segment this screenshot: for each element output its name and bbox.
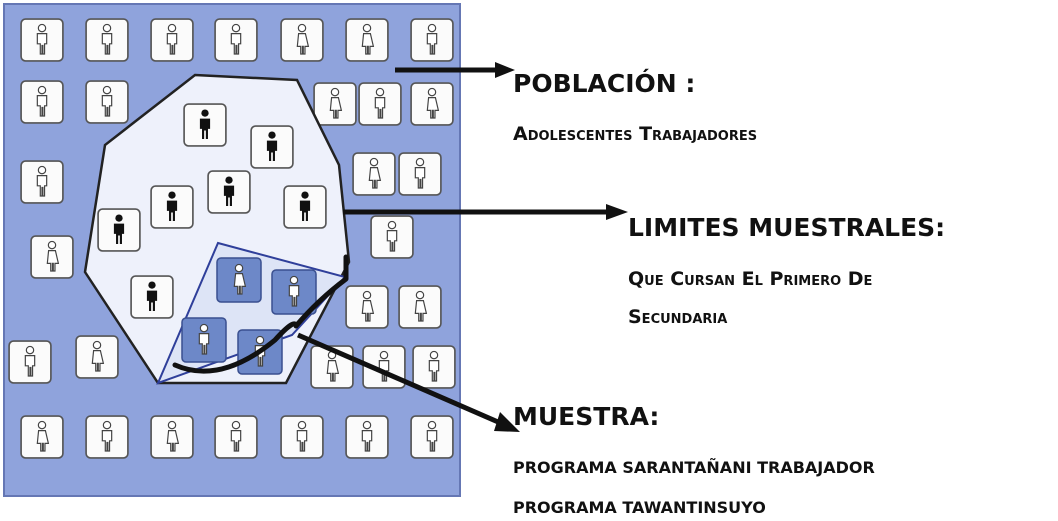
muestra-description-line2: PROGRAMA TAWANTINSUYO (513, 498, 766, 517)
arrow-limites (343, 204, 628, 220)
person-sample-icon (181, 317, 227, 363)
person-outline-icon (280, 18, 324, 62)
person-outline-icon (345, 285, 389, 329)
arrow-muestra (297, 332, 520, 432)
person-outline-icon (412, 345, 456, 389)
person-outline-icon (358, 82, 402, 126)
person-solid-icon (97, 208, 141, 252)
person-solid-icon (130, 275, 174, 319)
muestra-description-line1: PROGRAMA SARANTAÑANI TRABAJADOR (513, 458, 875, 477)
person-outline-icon (30, 235, 74, 279)
person-solid-icon (250, 125, 294, 169)
person-outline-icon (410, 415, 454, 459)
limites-description-line1: Que Cursan El Primero De (628, 268, 872, 290)
person-outline-icon (85, 415, 129, 459)
person-outline-icon (85, 80, 129, 124)
limites-description-line2: Secundaria (628, 306, 727, 328)
person-outline-icon (313, 82, 357, 126)
person-outline-icon (345, 415, 389, 459)
person-sample-icon (216, 257, 262, 303)
person-solid-icon (283, 185, 327, 229)
person-outline-icon (150, 18, 194, 62)
person-outline-icon (370, 215, 414, 259)
person-outline-icon (20, 80, 64, 124)
poblacion-title: POBLACIÓN : (513, 68, 695, 98)
person-outline-icon (20, 415, 64, 459)
person-outline-icon (214, 18, 258, 62)
arrow-poblacion (395, 62, 515, 78)
person-outline-icon (410, 18, 454, 62)
sample-brace (172, 254, 349, 374)
person-outline-icon (20, 18, 64, 62)
person-outline-icon (20, 160, 64, 204)
person-outline-icon (150, 415, 194, 459)
poblacion-description: Adolescentes Trabajadores (513, 123, 757, 145)
person-outline-icon (398, 285, 442, 329)
person-outline-icon (345, 18, 389, 62)
person-outline-icon (398, 152, 442, 196)
muestra-title: MUESTRA: (513, 402, 659, 431)
person-solid-icon (183, 103, 227, 147)
person-outline-icon (8, 340, 52, 384)
person-outline-icon (75, 335, 119, 379)
limites-title: LIMITES MUESTRALES: (628, 213, 945, 242)
person-outline-icon (214, 415, 258, 459)
person-outline-icon (352, 152, 396, 196)
person-outline-icon (85, 18, 129, 62)
person-outline-icon (280, 415, 324, 459)
sample-tiles (181, 257, 317, 375)
person-solid-icon (207, 170, 251, 214)
person-outline-icon (410, 82, 454, 126)
person-solid-icon (150, 185, 194, 229)
person-sample-icon (271, 269, 317, 315)
